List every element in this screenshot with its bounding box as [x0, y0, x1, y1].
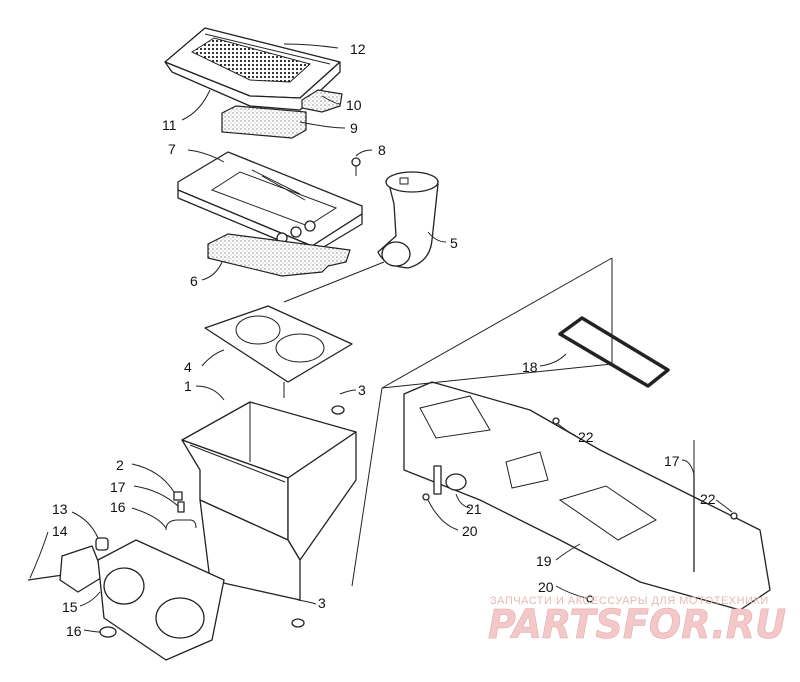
label-22-left: 22: [578, 429, 594, 445]
label-2: 2: [116, 457, 124, 473]
alignment-lines: [283, 257, 695, 587]
part-1-air-box: [181, 401, 357, 601]
label-17-right: 17: [664, 453, 680, 469]
label-6: 6: [190, 273, 198, 289]
part-20-screw-a: [422, 493, 430, 501]
part-17-fastener: [177, 501, 185, 513]
watermark-subtitle: ЗАПЧАСТИ И АКСЕССУАРЫ ДЛЯ МОТОТЕХНИКИ: [490, 595, 769, 607]
part-9-foam-filter: [221, 105, 307, 139]
part-21-washer: [445, 473, 467, 491]
part-7-filter-tray: [177, 151, 363, 255]
part-15-inlet-plate: [97, 539, 225, 661]
label-3-bottom: 3: [318, 595, 326, 611]
label-15: 15: [62, 599, 78, 615]
label-1: 1: [184, 378, 192, 394]
part-22-screw-b: [730, 512, 738, 520]
part-4-gasket: [204, 305, 353, 383]
label-19: 19: [536, 553, 552, 569]
part-22-screw-a: [552, 417, 560, 425]
part-2-fastener: [173, 491, 183, 501]
label-9: 9: [350, 120, 358, 136]
callout-labels: 12 10 9 11 7 8 5 6 4 1 3 2 17 16 13 14 1…: [52, 41, 716, 639]
label-22-right: 22: [700, 491, 716, 507]
part-bracket: [59, 545, 105, 593]
part-13-bushing: [95, 537, 109, 551]
label-3-top: 3: [358, 382, 366, 398]
label-8: 8: [378, 142, 386, 158]
label-5: 5: [450, 235, 458, 251]
label-16-bottom: 16: [66, 623, 82, 639]
part-19-console: [403, 381, 771, 611]
part-21-latch: [433, 465, 442, 495]
label-11: 11: [162, 117, 177, 133]
watermark: ЗАПЧАСТИ И АКСЕССУАРЫ ДЛЯ МОТОТЕХНИКИ PA…: [488, 595, 787, 648]
label-10: 10: [346, 97, 362, 113]
label-14: 14: [52, 523, 68, 539]
label-18: 18: [522, 359, 538, 375]
label-16-top: 16: [110, 499, 126, 515]
part-5-intake-duct: [377, 171, 439, 269]
label-13: 13: [52, 501, 68, 517]
part-10-foam: [301, 89, 343, 113]
leader-lines: [29, 43, 733, 633]
part-18-seal: [558, 316, 670, 388]
label-20-right: 20: [538, 579, 554, 595]
label-4: 4: [184, 359, 192, 375]
part-3-grommet-top: [331, 405, 345, 415]
label-20-left: 20: [462, 523, 478, 539]
label-12: 12: [350, 41, 366, 57]
label-17-left: 17: [110, 479, 126, 495]
part-12-filter-cover: [164, 27, 341, 111]
part-16-clamp: [165, 519, 197, 531]
watermark-brand: PARTSFOR.RU: [488, 602, 786, 648]
part-3-grommet-bottom: [291, 618, 305, 628]
label-7: 7: [168, 141, 176, 157]
part-8-screw: [351, 157, 361, 176]
label-21: 21: [466, 501, 482, 517]
part-20-screw-b: [586, 595, 594, 603]
part-6-foam: [207, 233, 351, 277]
part-16-plug: [99, 626, 117, 638]
